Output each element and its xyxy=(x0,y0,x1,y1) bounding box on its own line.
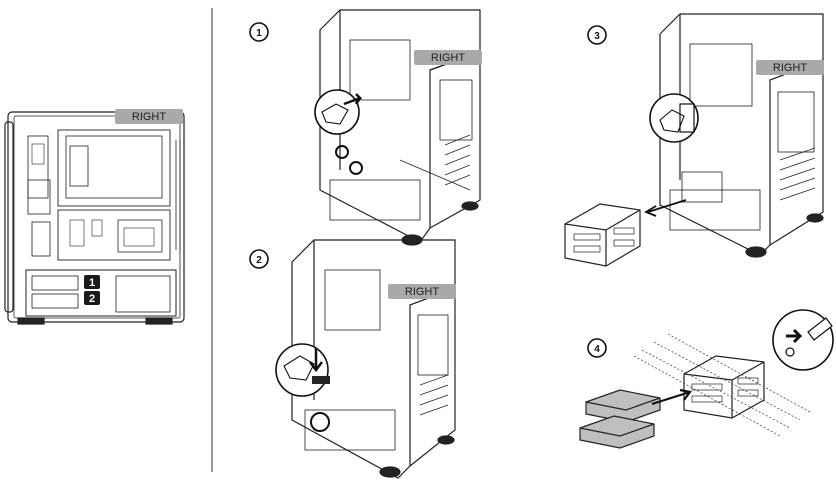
step-3-number: 3 xyxy=(594,31,600,42)
screw-icon xyxy=(786,348,794,356)
step-2-screw-highlight xyxy=(311,413,329,431)
step-1-screw-highlight-b xyxy=(350,162,362,174)
step-4-number: 4 xyxy=(594,344,600,355)
step-2-latch xyxy=(312,376,330,384)
step-2-number: 2 xyxy=(256,255,262,266)
step-2-label: RIGHT xyxy=(405,286,440,298)
step-3-label: RIGHT xyxy=(773,62,808,74)
side-label: RIGHT xyxy=(132,111,167,123)
step-4-hdd-cage xyxy=(684,356,764,418)
step-1-label: RIGHT xyxy=(431,52,466,64)
step-1-screw-highlight-a xyxy=(336,146,348,158)
step-1-number: 1 xyxy=(256,28,262,39)
bay-label-1: 1 xyxy=(89,277,95,289)
bay-label-2: 2 xyxy=(89,293,95,305)
step-4-hard-drives xyxy=(580,390,660,448)
step-3-hdd-cage xyxy=(565,204,640,266)
